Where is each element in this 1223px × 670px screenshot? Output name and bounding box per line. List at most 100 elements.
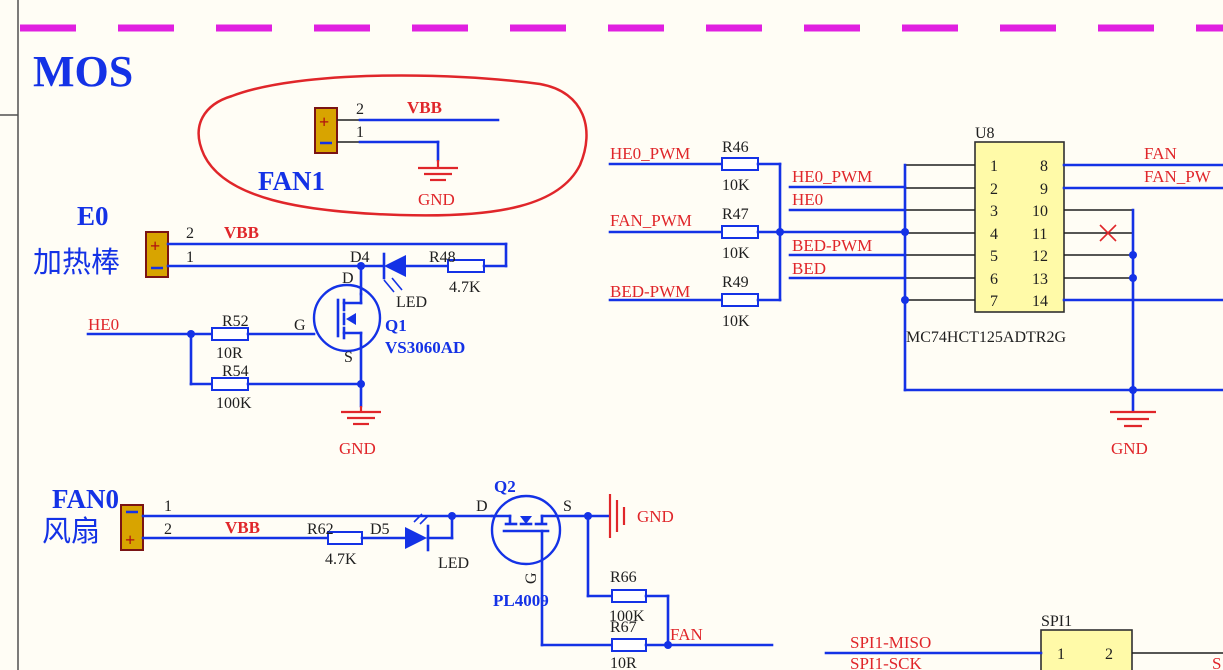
u8-gnd-label: GND — [1111, 439, 1148, 458]
d5-led-label: LED — [438, 555, 469, 572]
u8-pin-13: 13 — [1032, 271, 1048, 288]
r47-resistor — [721, 225, 759, 239]
r52-value: 10R — [216, 345, 243, 362]
u8-left-pins — [905, 164, 975, 301]
fan1-gnd-icon — [418, 160, 458, 182]
fan0-pin1: 1 — [164, 498, 172, 515]
u8-net-fan: FAN — [1144, 144, 1177, 163]
q1-ref: Q1 — [385, 316, 407, 335]
q2-gnd-icon — [608, 494, 626, 538]
fan0-vbb-label: VBB — [225, 518, 260, 537]
in-net-0: HE0_PWM — [610, 144, 690, 163]
u8-net-bed-pwm: BED-PWM — [792, 236, 872, 255]
fan1-gnd-label: GND — [418, 190, 455, 209]
r67-value: 10R — [610, 655, 637, 670]
fan1-pin2: 2 — [356, 101, 364, 118]
q2-fan-net: FAN — [670, 625, 703, 644]
q1-d-pin: D — [342, 270, 354, 287]
fan1-pin1: 1 — [356, 124, 364, 141]
e0-pin1: 1 — [186, 249, 194, 266]
spi1-net-sck: SPI1-SCK — [850, 654, 923, 670]
u8-pin-9: 9 — [1040, 181, 1048, 198]
spi1-edge-label: S — [1212, 654, 1221, 670]
d4-led-label: LED — [396, 294, 427, 311]
u8-net-bed: BED — [792, 259, 826, 278]
svg-text:+: + — [150, 236, 160, 256]
e0-pin2: 2 — [186, 225, 194, 242]
fan0-pin2: 2 — [164, 521, 172, 538]
r48-value: 4.7K — [449, 279, 481, 296]
u8-pin-11: 11 — [1032, 226, 1047, 243]
r46-resistor — [721, 157, 759, 171]
r66-ref: R66 — [610, 569, 637, 586]
u8-part: MC74HCT125ADTR2G — [906, 329, 1066, 346]
u8-pin-1: 1 — [990, 158, 998, 175]
q1-part: VS3060AD — [385, 338, 465, 357]
q2-mosfet-icon — [490, 494, 562, 566]
e0-connector — [145, 231, 169, 278]
r66-resistor — [611, 589, 647, 603]
u8-pin-3: 3 — [990, 203, 998, 220]
q1-s-pin: S — [344, 349, 353, 366]
fan1-block: + 2 1 VBB GND FAN1 — [197, 74, 588, 217]
r66-value: 100K — [609, 608, 645, 625]
u8-pin-12: 12 — [1032, 248, 1048, 265]
e0-desc: 加热棒 — [33, 245, 120, 279]
q1-mosfet-icon — [312, 283, 382, 353]
q2-part: PL4009 — [493, 591, 549, 610]
r47-ref: R47 — [722, 206, 749, 223]
u8-net-he0: HE0 — [792, 190, 823, 209]
q1-he0-net: HE0 — [88, 315, 119, 334]
u8-net-he0-pwm: HE0_PWM — [792, 167, 872, 186]
u8-pin-8: 8 — [1040, 158, 1048, 175]
r54-value: 100K — [216, 395, 252, 412]
r49-ref: R49 — [722, 274, 749, 291]
svg-text:+: + — [319, 112, 329, 132]
d4-led-icon — [384, 255, 406, 277]
r62-value: 4.7K — [325, 551, 357, 568]
q1-gnd-label: GND — [339, 439, 376, 458]
q2-d-pin: D — [476, 498, 488, 515]
r49-resistor — [721, 293, 759, 307]
r62-ref: R62 — [307, 521, 334, 538]
r47-value: 10K — [722, 245, 750, 262]
q2-g-pin: G — [523, 572, 540, 584]
u8-pin-5: 5 — [990, 248, 998, 265]
q2-gnd-label: GND — [637, 507, 674, 526]
in-net-2: BED-PWM — [610, 282, 690, 301]
d4-ref: D4 — [350, 249, 370, 266]
q2-s-pin: S — [563, 498, 572, 515]
u8-pin-10: 10 — [1032, 203, 1048, 220]
fan1-highlight-circle — [197, 74, 588, 217]
buffer-inputs: HE0_PWM R46 10K FAN_PWM R47 10K BED-PWM … — [608, 139, 907, 330]
d5-led-icon — [405, 527, 427, 549]
u8-ref: U8 — [975, 125, 995, 142]
u8-pin-2: 2 — [990, 181, 998, 198]
r54-ref: R54 — [222, 363, 249, 380]
r46-value: 10K — [722, 177, 750, 194]
u8-gnd-icon — [1110, 410, 1156, 428]
u8-no-connect-icon — [1099, 224, 1117, 242]
fan0-desc: 风扇 — [42, 514, 100, 548]
r46-ref: R46 — [722, 139, 749, 156]
q1-g-pin: G — [294, 317, 306, 334]
q2-ref: Q2 — [494, 477, 516, 496]
u8-pin-7: 7 — [990, 293, 998, 310]
d5-ref: D5 — [370, 521, 390, 538]
r67-ref: R67 — [610, 619, 637, 636]
u8-pin-6: 6 — [990, 271, 998, 288]
fan0-connector — [120, 504, 144, 551]
u8-block: U8 1 2 3 4 5 6 7 8 9 10 11 12 13 14 MC74… — [788, 125, 1223, 458]
e0-ref: E0 — [77, 201, 109, 231]
q2-block: Q2 D S G PL4009 GND R66 100K — [476, 477, 774, 670]
spi1-block: SPI1 1 2 SPI1-MISO SPI1-SCK S — [824, 613, 1223, 670]
in-net-1: FAN_PWM — [610, 211, 692, 230]
r48-ref: R48 — [429, 249, 456, 266]
spi1-net-miso: SPI1-MISO — [850, 633, 931, 652]
u8-chip — [974, 141, 1065, 313]
e0-vbb-label: VBB — [224, 223, 259, 242]
q1-block: D4 LED R48 4.7K D S G Q1 VS3060AD HE0 R5… — [86, 249, 508, 458]
svg-text:+: + — [125, 530, 135, 550]
